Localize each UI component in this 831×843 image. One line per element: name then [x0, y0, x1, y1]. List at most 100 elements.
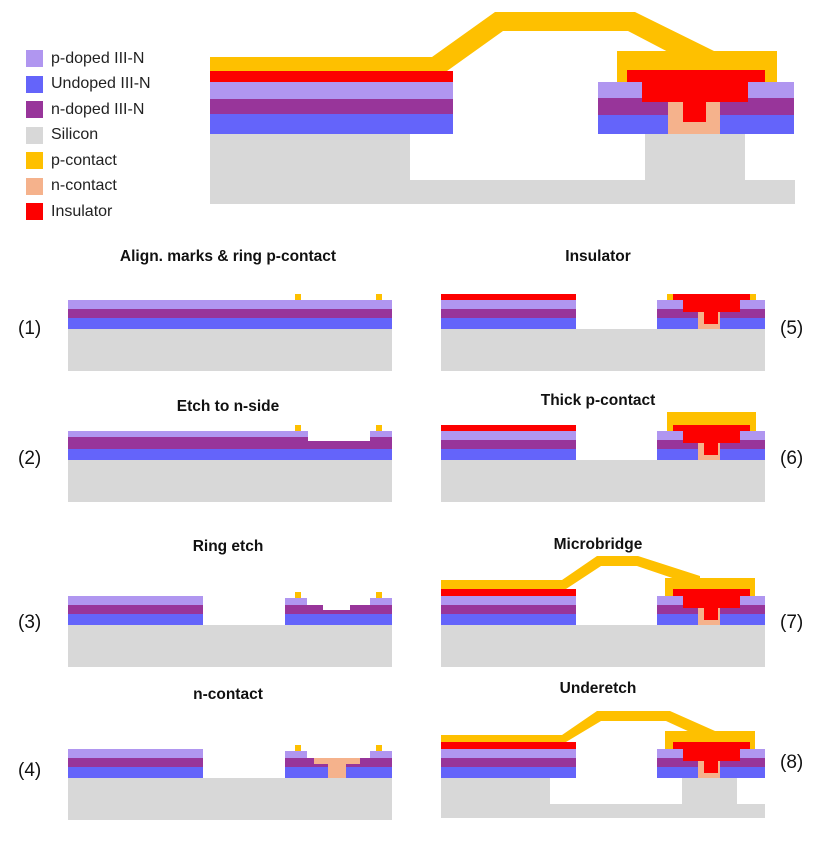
insulator-layer — [441, 425, 576, 431]
n-contact-region — [314, 758, 360, 778]
p-doped-layer — [68, 596, 203, 605]
p-contact-mark — [376, 425, 382, 431]
step-title-7: Microbridge — [553, 536, 643, 553]
undoped-layer — [441, 318, 576, 329]
undoped-layer — [210, 114, 453, 134]
n-doped-layer — [68, 441, 392, 449]
step-number-6: (6) — [780, 448, 804, 469]
insulator-body — [627, 70, 765, 122]
p-doped-layer — [441, 596, 576, 605]
legend-item-undoped: Undoped III-N — [26, 72, 151, 98]
swatch-n-contact — [26, 177, 43, 195]
insulator-body — [673, 742, 750, 773]
p-doped-layer — [285, 598, 307, 605]
silicon-substrate — [68, 329, 392, 371]
insulator-layer — [210, 71, 453, 82]
p-contact-mark — [376, 745, 382, 751]
undoped-layer — [68, 449, 392, 460]
legend-item-n-contact: n-contact — [26, 174, 151, 200]
step-6-cross-section — [441, 412, 765, 502]
silicon-substrate — [210, 134, 795, 204]
insulator-body — [673, 589, 750, 620]
n-doped-layer — [441, 758, 576, 767]
undoped-layer — [441, 767, 576, 778]
legend-label: Insulator — [51, 202, 113, 220]
undoped-layer — [441, 614, 576, 625]
p-contact-cap — [667, 412, 756, 431]
p-contact-mark — [295, 425, 301, 431]
legend-item-insulator: Insulator — [26, 199, 151, 225]
step-number-1: (1) — [18, 318, 42, 339]
step-2-cross-section — [68, 425, 392, 502]
p-contact-mark — [295, 592, 301, 598]
undoped-layer — [68, 318, 392, 329]
n-doped-layer — [285, 605, 323, 610]
swatch-p-doped — [26, 50, 43, 68]
p-contact-mark — [295, 294, 301, 300]
p-doped-layer — [68, 300, 392, 309]
insulator-layer — [441, 742, 576, 749]
p-contact-cap — [665, 731, 755, 749]
n-doped-layer — [68, 437, 308, 441]
step-number-8: (8) — [780, 752, 804, 773]
n-doped-layer — [441, 440, 576, 449]
p-doped-layer — [441, 431, 576, 440]
silicon-substrate — [441, 625, 765, 667]
legend-label: Undoped III-N — [51, 75, 151, 93]
p-contact-microbridge — [441, 556, 700, 589]
step-7-cross-section — [441, 556, 765, 667]
n-doped-layer — [350, 605, 392, 610]
legend-item-p-contact: p-contact — [26, 148, 151, 174]
step-number-3: (3) — [18, 612, 42, 633]
swatch-undoped — [26, 75, 43, 93]
n-doped-layer — [68, 758, 203, 767]
insulator-layer — [441, 589, 576, 596]
legend-label: Silicon — [51, 126, 99, 144]
step-title-2: Etch to n-side — [176, 398, 280, 415]
silicon-substrate — [441, 778, 765, 818]
legend-item-p-doped: p-doped III-N — [26, 46, 151, 72]
legend-item-silicon: Silicon — [26, 123, 151, 149]
n-doped-layer — [68, 309, 392, 318]
n-doped-layer — [441, 605, 576, 614]
silicon-substrate — [441, 460, 765, 502]
legend-label: n-contact — [51, 177, 117, 195]
n-doped-layer — [350, 758, 392, 763]
p-contact-cap — [617, 51, 777, 82]
p-contact-microbridge — [210, 12, 716, 71]
step-title-6: Thick p-contact — [540, 392, 656, 409]
step-title-8: Underetch — [559, 680, 637, 697]
silicon-substrate — [68, 625, 392, 667]
step-title-5: Insulator — [565, 248, 631, 265]
p-contact-mark — [750, 294, 756, 300]
legend-item-n-doped: n-doped III-N — [26, 97, 151, 123]
legend-label: p-doped III-N — [51, 49, 145, 67]
p-doped-layer — [441, 749, 576, 758]
step-number-4: (4) — [18, 760, 42, 781]
p-contact-mark — [376, 592, 382, 598]
p-doped-layer — [370, 431, 392, 437]
swatch-silicon — [26, 126, 43, 144]
p-doped-layer — [68, 749, 203, 758]
n-doped-layer — [370, 437, 392, 441]
legend-label: n-doped III-N — [51, 100, 145, 118]
n-doped-layer — [210, 99, 453, 114]
p-doped-layer — [210, 82, 453, 99]
undoped-layer — [441, 449, 576, 460]
p-doped-layer — [285, 751, 307, 758]
p-contact-mark — [295, 745, 301, 751]
step-title-3: Ring etch — [192, 538, 264, 555]
n-doped-layer — [285, 610, 392, 614]
p-doped-layer — [370, 598, 392, 605]
final-device-cross-section — [210, 12, 795, 204]
swatch-n-doped — [26, 101, 43, 119]
p-doped-layer — [370, 751, 392, 758]
n-doped-layer — [285, 758, 323, 763]
insulator-body — [673, 425, 750, 455]
p-doped-layer — [68, 431, 308, 437]
p-contact-mark — [376, 294, 382, 300]
step-8-cross-section — [441, 711, 765, 818]
p-doped-layer — [441, 300, 576, 309]
step-5-cross-section — [441, 294, 765, 371]
